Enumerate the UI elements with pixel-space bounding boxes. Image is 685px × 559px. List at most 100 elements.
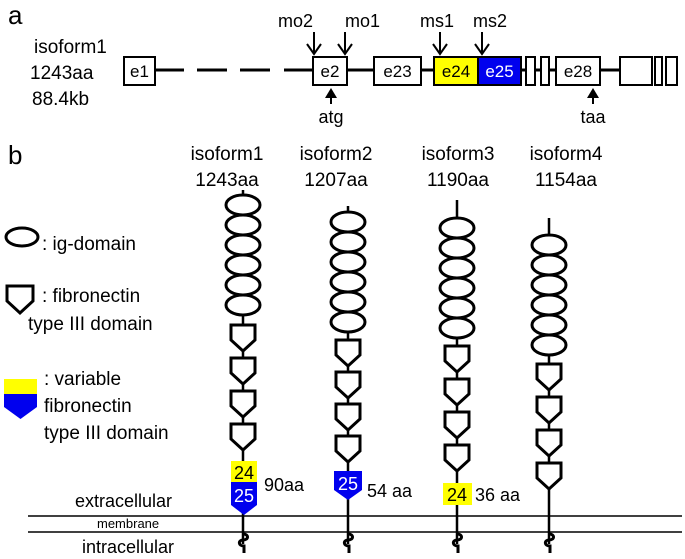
svg-text:e24: e24	[442, 62, 470, 81]
panel-a-label: a	[8, 0, 23, 30]
isoform1-ig-domain	[224, 213, 262, 237]
isoform2-ig-domain	[329, 210, 367, 234]
isoform3-variable-domain-24: 24	[443, 483, 472, 505]
isoform4-header-name: isoform4	[530, 144, 603, 165]
exon-small-1	[525, 56, 536, 86]
isoform2-fn-domain	[334, 434, 362, 465]
svg-text:25: 25	[338, 474, 358, 494]
isoform4-ig-domain	[530, 273, 568, 297]
isoform4-header-length: 1154aa	[535, 170, 597, 191]
svg-text:e2: e2	[321, 62, 340, 81]
svg-text:e28: e28	[564, 62, 592, 81]
isoform3-fn-domain	[443, 344, 471, 375]
isoform4-tail	[543, 532, 555, 553]
marker-atg: atg	[318, 88, 344, 127]
exon-last-cluster	[619, 56, 678, 86]
legend-variable-symbol	[4, 379, 37, 419]
marker-mo2: mo2	[278, 11, 322, 56]
exon-e25: e25	[477, 56, 522, 86]
isoform1-fn-domain	[229, 356, 257, 387]
isoform4-fn-domain	[535, 395, 563, 426]
exon-e28: e28	[555, 56, 601, 86]
svg-text:e1: e1	[130, 62, 149, 81]
isoform1-fn-domain	[229, 422, 257, 453]
svg-text:atg: atg	[318, 107, 343, 127]
isoform3-variable-note: 36 aa	[475, 485, 521, 505]
isoform1-header-length: 1243aa	[195, 170, 259, 191]
isoform4-fn-domain	[535, 428, 563, 459]
isoform1-ig-domain	[224, 193, 262, 217]
isoform1-fn-domain	[229, 389, 257, 420]
legend: : ig-domain : fibronectin type III domai…	[4, 226, 169, 444]
isoform1-variable-domain-24: 24	[231, 461, 257, 483]
isoform4-fn-domain	[535, 461, 563, 492]
isoform4-fn-domain	[535, 362, 563, 393]
isoform3-ig-domain	[438, 316, 476, 340]
isoform4-ig-domain	[530, 293, 568, 317]
isoform3-fn-domain	[443, 410, 471, 441]
exon-e2: e2	[312, 56, 348, 86]
isoform3-fn-domain	[443, 443, 471, 474]
isoform2-ig-domain	[329, 250, 367, 274]
isoform1-header-name: isoform1	[191, 144, 264, 165]
legend-fn-label-2: type III domain	[28, 314, 153, 335]
svg-text:25: 25	[234, 486, 254, 506]
isoform2-header-length: 1207aa	[304, 170, 368, 191]
isoform1-variable-note: 90aa	[264, 475, 305, 495]
isoform4-ig-domain	[530, 333, 568, 357]
marker-ms1: ms1	[420, 11, 454, 56]
exon-small-2	[540, 56, 550, 86]
legend-fn-symbol	[5, 284, 35, 316]
isoform2-ig-domain	[329, 290, 367, 314]
isoform1-ig-domain	[224, 293, 262, 317]
isoform3-ig-domain	[438, 256, 476, 280]
isoform3-ig-domain	[438, 276, 476, 300]
isoform2-variable-domain-25: 25	[334, 471, 362, 500]
legend-ig-label: : ig-domain	[42, 234, 136, 255]
svg-text:24: 24	[234, 463, 254, 483]
isoform2-header-name: isoform2	[300, 144, 373, 165]
legend-ig-symbol	[4, 226, 40, 248]
svg-text:mo2: mo2	[278, 11, 313, 31]
membrane-label: membrane	[97, 516, 159, 531]
isoform3-ig-domain	[438, 296, 476, 320]
marker-taa: taa	[580, 88, 606, 127]
isoform1-name: isoform1	[34, 37, 107, 58]
intracellular-label: intracellular	[82, 537, 174, 557]
isoform3-header-name: isoform3	[422, 144, 495, 165]
svg-text:24: 24	[447, 485, 467, 505]
isoform1-ig-domain	[224, 233, 262, 257]
membrane: extracellular membrane intracellular	[28, 491, 682, 557]
extracellular-label: extracellular	[75, 491, 172, 511]
isoform2-ig-domain	[329, 270, 367, 294]
isoform2-fn-domain	[334, 370, 362, 401]
isoform1-tail	[237, 532, 249, 553]
svg-text:e23: e23	[383, 62, 411, 81]
isoform2-ig-domain	[329, 310, 367, 334]
exon-e1: e1	[123, 56, 156, 86]
legend-var-label-1: : variable	[44, 369, 121, 390]
isoform2-tail	[342, 532, 354, 553]
isoform1-variable-domain-25: 25	[231, 482, 257, 515]
isoform2-fn-domain	[334, 402, 362, 433]
isoform3-protein: 24 36 aa	[438, 200, 521, 553]
isoform1-fn-domain	[229, 323, 257, 354]
exon-e23: e23	[373, 56, 422, 86]
isoform3-fn-domain	[443, 377, 471, 408]
isoform2-protein: 25 54 aa	[329, 206, 413, 553]
svg-text:ms2: ms2	[473, 11, 507, 31]
isoform4-ig-domain	[530, 313, 568, 337]
isoform4-ig-domain	[530, 233, 568, 257]
svg-text:mo1: mo1	[345, 11, 380, 31]
legend-var-label-2: fibronectin	[44, 396, 132, 417]
isoform3-ig-domain	[438, 236, 476, 260]
marker-ms2: ms2	[473, 11, 507, 56]
isoform3-tail	[451, 532, 463, 553]
marker-mo1: mo1	[337, 11, 380, 56]
isoform1-length: 1243aa	[30, 63, 94, 84]
isoform1-protein: 24 25 90aa	[224, 190, 305, 553]
gene-size: 88.4kb	[32, 89, 89, 110]
svg-text:ms1: ms1	[420, 11, 454, 31]
isoform1-ig-domain	[224, 273, 262, 297]
